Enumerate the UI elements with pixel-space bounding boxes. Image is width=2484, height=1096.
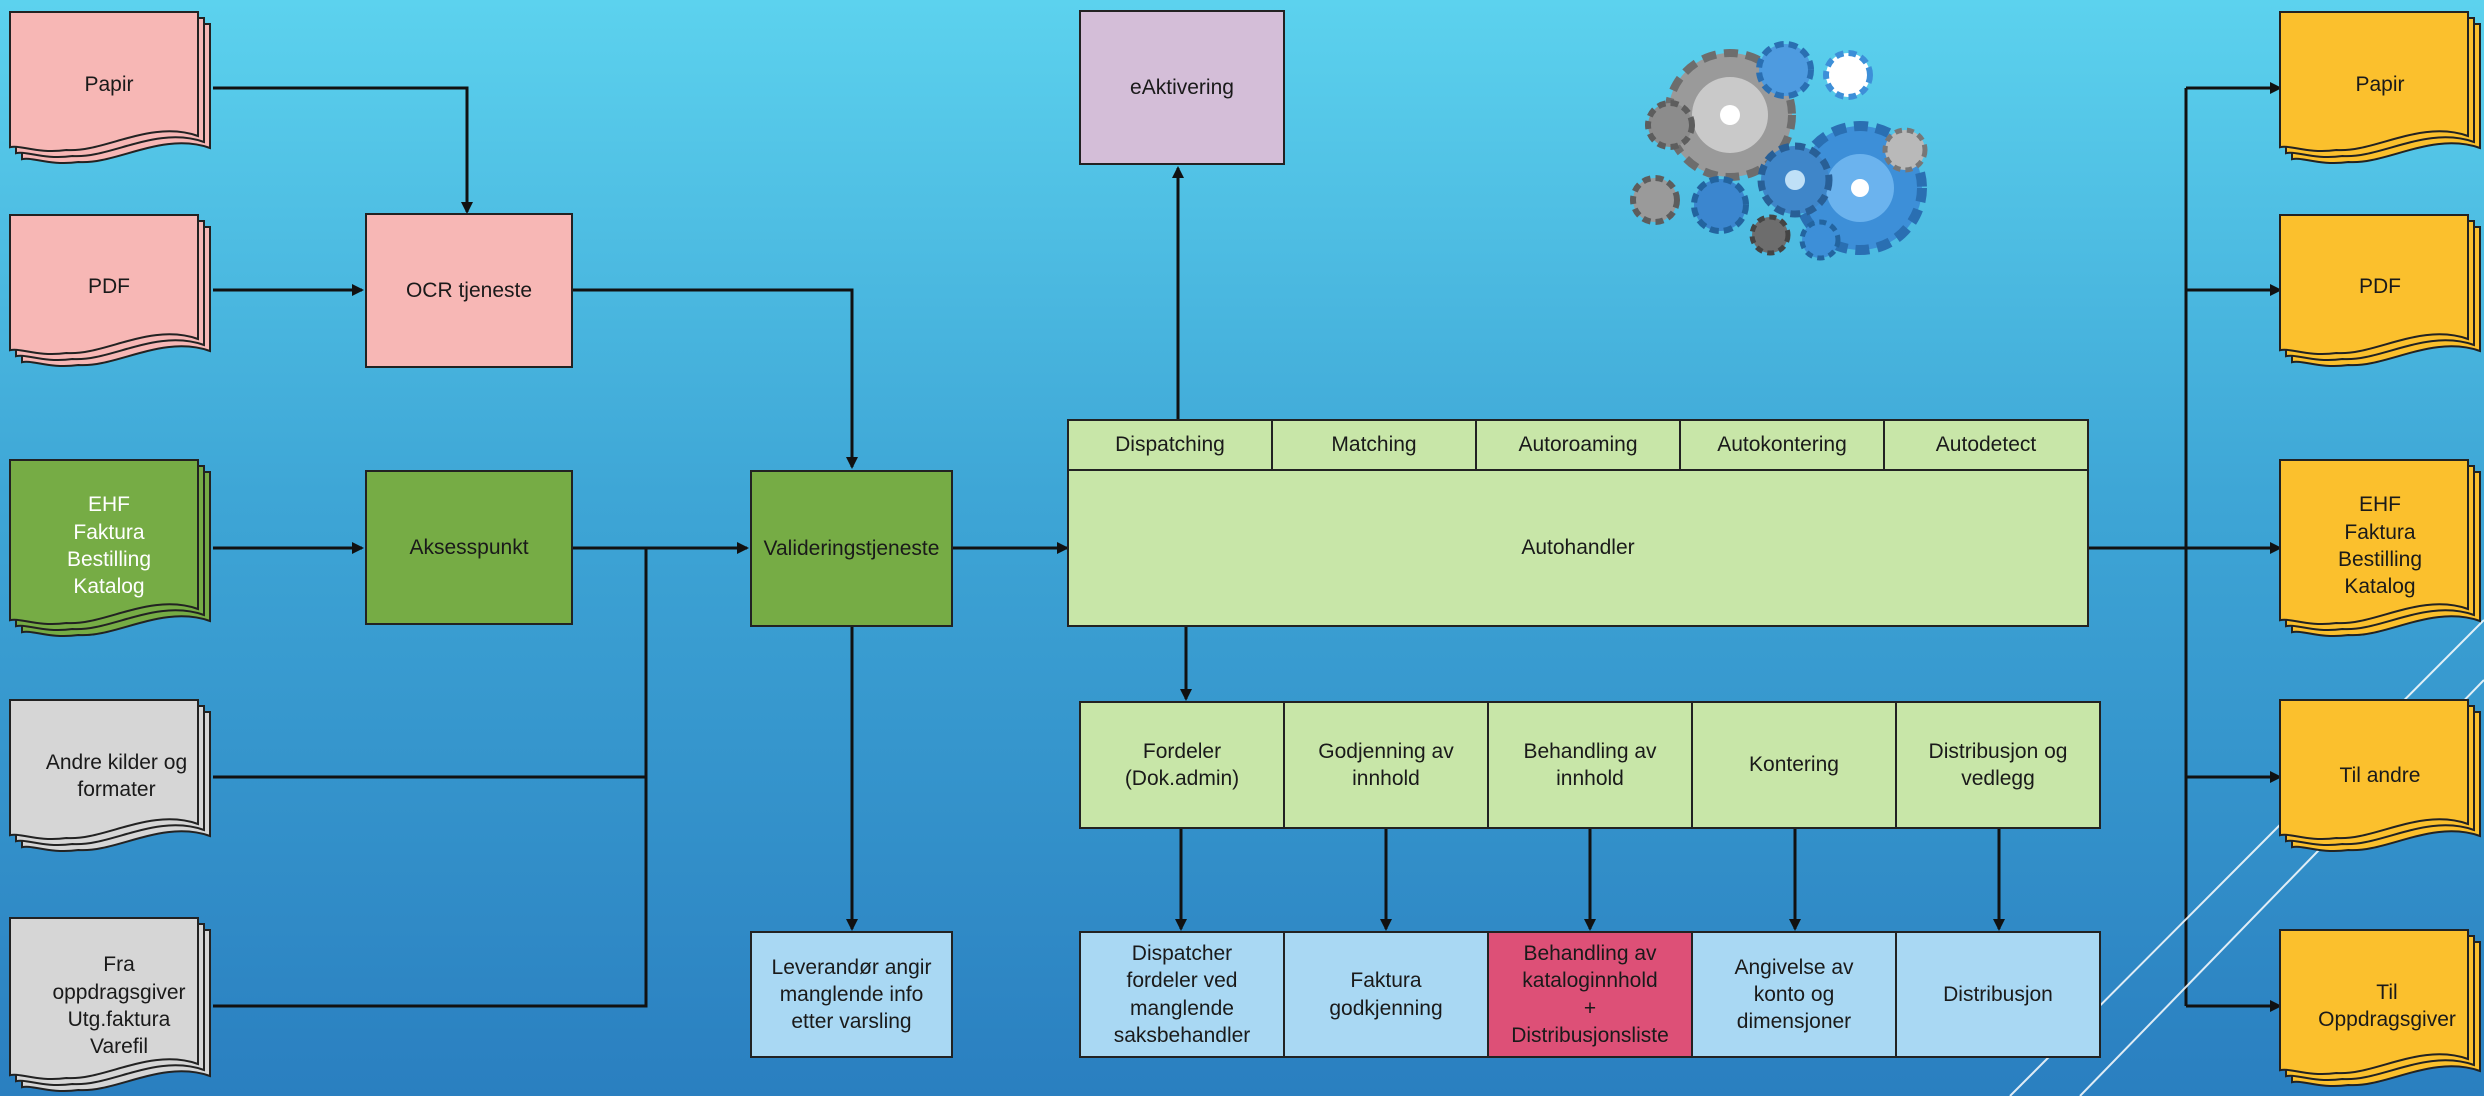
process-distribusjon: Distribusjon og vedlegg	[1895, 701, 2101, 829]
input-ehf-doc	[9, 459, 211, 637]
input-pdf-label: PDF	[88, 275, 130, 299]
output-andre-doc	[2279, 699, 2481, 852]
input-papir-label: Papir	[84, 73, 134, 97]
ocr-service-box: OCR tjeneste	[365, 213, 573, 368]
aksesspunkt-box: Aksesspunkt	[365, 470, 573, 625]
input-andre-doc	[9, 699, 211, 852]
module-autodetect: Autodetect	[1883, 419, 2089, 471]
module-autoroaming: Autoroaming	[1475, 419, 1681, 471]
process-kontering: Kontering	[1691, 701, 1897, 829]
line-oppdragsgiver	[213, 777, 648, 1008]
process-fordeler: Fordeler (Dok.admin)	[1079, 701, 1285, 829]
input-pdf-doc	[9, 214, 211, 367]
result-distribusjon: Distribusjon	[1895, 931, 2101, 1058]
valideringstjeneste-box: Valideringstjeneste	[750, 470, 953, 627]
module-matching: Matching	[1271, 419, 1477, 471]
input-ehf-label: EHF Faktura Bestilling Katalog	[66, 493, 152, 599]
module-autokontering: Autokontering	[1679, 419, 1885, 471]
input-oppdragsgiver-doc	[9, 917, 211, 1092]
output-ehf-label: EHF Faktura Bestilling Katalog	[2337, 493, 2423, 599]
result-angivelse: Angivelse av konto og dimensjoner	[1691, 931, 1897, 1058]
result-katalog-distribusjonsliste: Behandling av kataloginnhold + Distribus…	[1487, 931, 1693, 1058]
output-oppdragsgiver-label: Til Oppdragsgiver	[2318, 980, 2456, 1031]
output-andre-label: Til andre	[2339, 764, 2421, 788]
process-godkjenning: Godjenning av innhold	[1283, 701, 1489, 829]
result-dispatcher: Dispatcher fordeler ved manglende saksbe…	[1079, 931, 1285, 1058]
gears-icon	[1630, 41, 1928, 261]
process-behandling: Behandling av innhold	[1487, 701, 1693, 829]
output-pdf-label: PDF	[2359, 275, 2401, 299]
result-faktura-godkjenning: Faktura godkjenning	[1283, 931, 1489, 1058]
arrow-ocr-to-validering	[573, 288, 858, 469]
output-oppdragsgiver-doc	[2279, 929, 2481, 1087]
input-oppdragsgiver-label: Fra oppdragsgiver Utg.faktura Varefil	[52, 953, 186, 1059]
output-ehf-doc	[2279, 459, 2481, 637]
input-andre-label: Andre kilder og formater	[45, 750, 188, 801]
arrow-papir-to-ocr	[213, 86, 473, 214]
output-papir-label: Papir	[2355, 73, 2405, 97]
eaktivering-box: eAktivering	[1079, 10, 1285, 165]
leverandor-box: Leverandør angir manglende info etter va…	[750, 931, 953, 1058]
autohandler-box: Autohandler	[1067, 469, 2089, 627]
module-dispatching: Dispatching	[1067, 419, 1273, 471]
output-papir-doc	[2279, 11, 2481, 164]
output-pdf-doc	[2279, 214, 2481, 367]
input-papir-doc	[9, 11, 211, 164]
